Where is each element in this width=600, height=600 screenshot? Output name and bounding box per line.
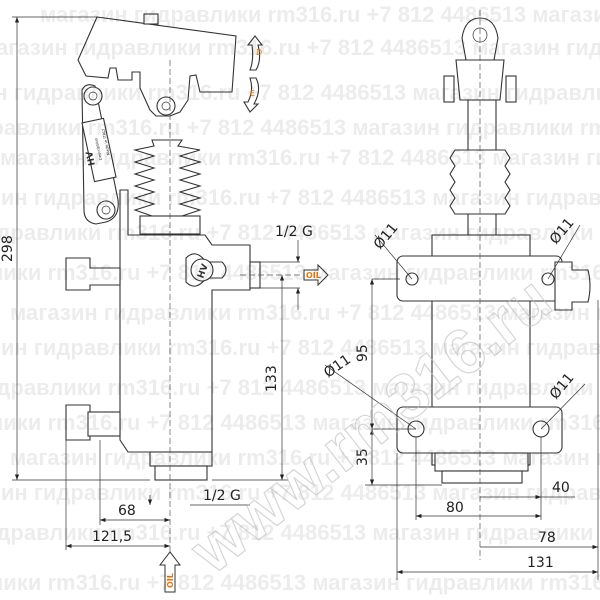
watermark-line: магазин гидравлики rm316.ru +7 812 44865… <box>0 80 600 105</box>
dim-78: 78 <box>538 530 556 546</box>
watermark-line: магазин гидравлики rm316.ru +7 812 44865… <box>10 300 600 325</box>
arrow-letter-e: E <box>250 89 255 98</box>
arrow-letter-d: D <box>256 48 262 57</box>
knob-logo: HV <box>196 263 210 280</box>
watermark-line: магазин гидравлики rm316.ru +7 812 44865… <box>0 145 600 170</box>
watermark-line: магазин гидравлики rm316.ru +7 812 44865… <box>0 335 600 360</box>
dim-port-top: 1/2 G <box>275 224 313 240</box>
oil_label: OIL <box>306 271 321 280</box>
watermark-line: магазин гидравлики rm316.ru +7 812 44865… <box>0 480 600 505</box>
watermark-line: магазин гидравлики rm316.ru +7 812 44865… <box>0 520 600 545</box>
watermark-line: магазин гидравлики rm316.ru +7 812 44865… <box>0 115 600 140</box>
handle-stud <box>143 13 159 25</box>
dim-121-5: 121,5 <box>92 529 132 545</box>
oil-inlet-arrow: OIL <box>158 551 182 593</box>
dim-133: 133 <box>264 365 280 392</box>
dim-95: 95 <box>355 344 371 362</box>
oil-outlet-arrow: OIL <box>303 263 329 287</box>
watermark-line: магазин гидравлики rm316.ru +7 812 44865… <box>0 375 600 400</box>
oil_label: OIL <box>166 573 175 588</box>
watermark-line: магазин гидравлики rm316.ru +7 812 44865… <box>0 260 600 285</box>
dim-298: 298 <box>0 235 16 262</box>
outlet-fitting <box>554 261 591 311</box>
dim-80: 80 <box>446 500 464 516</box>
watermark-line: магазин гидравлики rm316.ru +7 812 44865… <box>0 35 600 60</box>
dim-68: 68 <box>118 503 136 519</box>
dim-40: 40 <box>552 480 570 496</box>
bracket-bottom <box>65 404 91 441</box>
rotation-arrows: D E <box>243 35 264 113</box>
front-view-pump <box>396 10 591 560</box>
plate-text2: Made in ITALY <box>100 128 111 156</box>
dim-35: 35 <box>355 448 371 466</box>
dim-port-bottom: 1/2 G <box>203 488 241 504</box>
plate-text1: Description <box>93 137 103 161</box>
watermark-line: магазин гидравлики rm316.ru +7 812 44865… <box>0 570 600 595</box>
bracket-top <box>65 257 121 291</box>
bracket-web <box>87 411 121 437</box>
nut-top <box>83 86 103 106</box>
watermark-line: магазин гидравлики rm316.ru +7 812 44865… <box>0 185 600 210</box>
watermark-line: магазин гидравлики rm316.ru +7 812 44865… <box>0 410 600 435</box>
plate-brand: HV <box>85 150 98 166</box>
nut-pivot <box>156 96 176 116</box>
watermark-line: магазин гидравлики rm316.ru +7 812 44865… <box>40 2 600 27</box>
nut-bottom <box>96 200 116 220</box>
side-view-pump: HV Description Made in ITALY HV D E <box>65 13 300 560</box>
dim-131: 131 <box>527 555 554 571</box>
watermark-line: магазин гидравлики rm316.ru +7 812 44865… <box>0 220 600 245</box>
watermark-line: магазин гидравлики rm316.ru +7 812 44865… <box>10 445 600 470</box>
pump-handle <box>77 16 237 117</box>
name-plate <box>81 117 117 183</box>
